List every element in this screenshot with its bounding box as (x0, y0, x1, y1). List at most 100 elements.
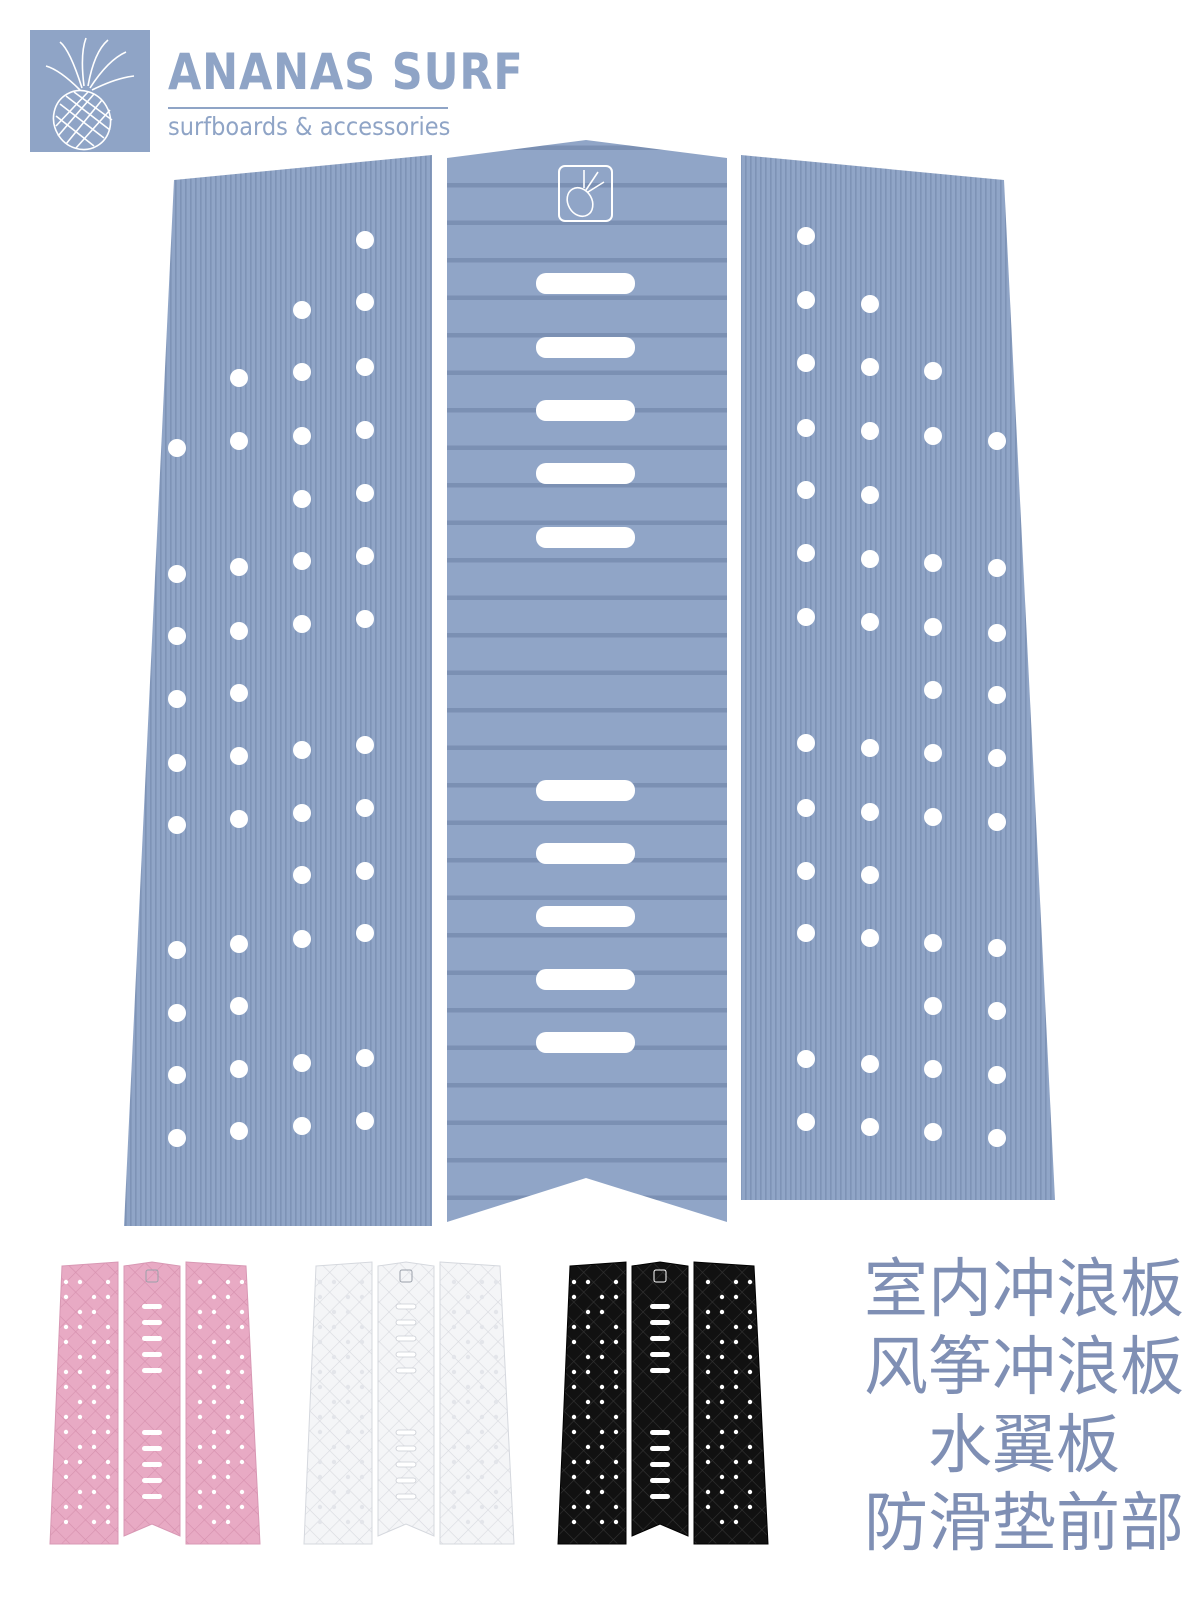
variant-hole (211, 1354, 217, 1360)
variant-hole (197, 1369, 203, 1375)
variant-hole (719, 1384, 725, 1390)
variant-hole (225, 1504, 231, 1510)
variant-hole (105, 1414, 111, 1420)
variant-slot (395, 1303, 417, 1310)
variant-hole (345, 1429, 351, 1435)
variant-hole (211, 1429, 217, 1435)
variant-hole (197, 1399, 203, 1405)
variant-hole (345, 1519, 351, 1525)
variant-hole (331, 1459, 337, 1465)
pad-hole (293, 1054, 311, 1072)
pad-hole (924, 427, 942, 445)
pad-slot (536, 969, 635, 990)
pad-hole (168, 1129, 186, 1147)
variant-hole (613, 1504, 619, 1510)
variant-hole (359, 1504, 365, 1510)
description-line-4: 防滑垫前部 (864, 1487, 1184, 1561)
variant-hole (479, 1324, 485, 1330)
pad-hole (924, 808, 942, 826)
variant-hole (493, 1369, 499, 1375)
pad-hole (293, 930, 311, 948)
variant-hole (571, 1414, 577, 1420)
variant-hole (331, 1444, 337, 1450)
variant-hole (479, 1519, 485, 1525)
pad-hole (988, 1002, 1006, 1020)
variant-panel-left (303, 1261, 373, 1545)
variant-panel-right (185, 1261, 261, 1545)
variant-hole (479, 1504, 485, 1510)
pad-slot (536, 337, 635, 358)
pad-hole (293, 301, 311, 319)
variant-hole (571, 1459, 577, 1465)
pad-hole (861, 422, 879, 440)
variant-hole (585, 1489, 591, 1495)
variant-slot (395, 1493, 417, 1500)
variant-hole (599, 1309, 605, 1315)
variant-hole (493, 1399, 499, 1405)
variant-hole (197, 1414, 203, 1420)
variant-pad-pink (49, 1261, 261, 1545)
variant-hole (63, 1459, 69, 1465)
variant-hole (331, 1504, 337, 1510)
variant-hole (63, 1519, 69, 1525)
pad-hole (293, 363, 311, 381)
variant-hole (613, 1324, 619, 1330)
pad-hole (861, 613, 879, 631)
pad-hole (356, 293, 374, 311)
variant-hole (317, 1279, 323, 1285)
variant-hole (359, 1384, 365, 1390)
pad-hole (230, 997, 248, 1015)
variant-hole (239, 1399, 245, 1405)
pineapple-icon (45, 37, 135, 151)
variant-hole (705, 1354, 711, 1360)
variant-hole (225, 1324, 231, 1330)
variant-hole (211, 1309, 217, 1315)
variant-hole (465, 1309, 471, 1315)
variant-slot (142, 1462, 162, 1467)
variant-hole (493, 1309, 499, 1315)
variant-hole (225, 1294, 231, 1300)
variant-hole (345, 1294, 351, 1300)
variant-hole (197, 1489, 203, 1495)
pad-hole (230, 1122, 248, 1140)
variant-slot (650, 1304, 670, 1309)
variant-hole (211, 1474, 217, 1480)
variant-slot (395, 1351, 417, 1358)
pad-hole (861, 486, 879, 504)
variant-hole (359, 1294, 365, 1300)
pad-hole (797, 354, 815, 372)
variant-hole (359, 1519, 365, 1525)
variant-hole (105, 1339, 111, 1345)
pad-hole (168, 1066, 186, 1084)
pad-hole (168, 439, 186, 457)
pad-slot (536, 400, 635, 421)
pad-hole (861, 739, 879, 757)
pad-hole (356, 358, 374, 376)
pad-hole (988, 686, 1006, 704)
variant-slot (395, 1319, 417, 1326)
variant-hole (613, 1279, 619, 1285)
pad-hole (797, 734, 815, 752)
variant-hole (733, 1474, 739, 1480)
pad-hole (356, 799, 374, 817)
pad-hole (861, 550, 879, 568)
variant-hole (705, 1399, 711, 1405)
pad-hole (924, 1060, 942, 1078)
pad-hole (293, 1117, 311, 1135)
variant-hole (705, 1279, 711, 1285)
pad-hole (168, 690, 186, 708)
variant-hole (747, 1414, 753, 1420)
pad-hole (356, 547, 374, 565)
pad-hole (230, 810, 248, 828)
variant-hole (571, 1369, 577, 1375)
pad-hole (293, 490, 311, 508)
variant-hole (317, 1459, 323, 1465)
pad-hole (293, 552, 311, 570)
variant-hole (747, 1354, 753, 1360)
pad-hole (861, 1118, 879, 1136)
variant-hole (451, 1444, 457, 1450)
pad-hole (230, 684, 248, 702)
variant-slot (650, 1462, 670, 1467)
variant-hole (479, 1459, 485, 1465)
pad-slot (536, 463, 635, 484)
